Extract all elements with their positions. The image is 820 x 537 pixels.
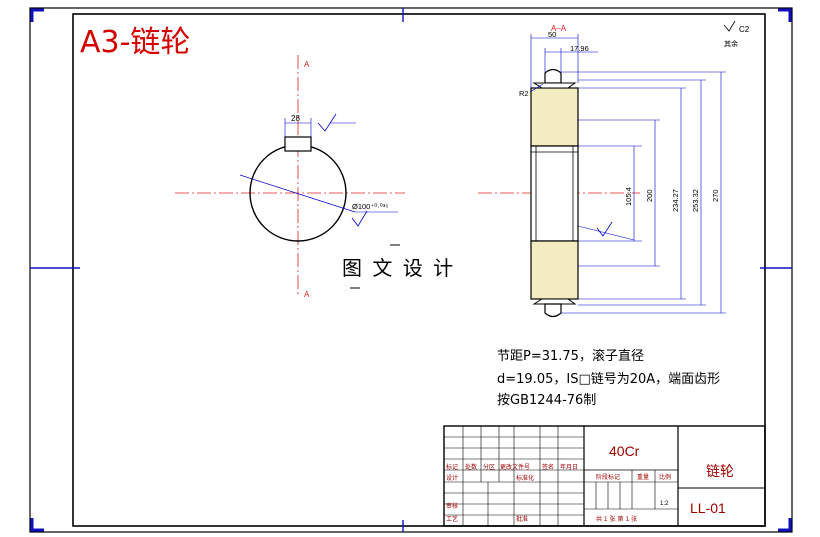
rim-top-section	[530, 87, 579, 147]
drawing-frame	[72, 13, 766, 527]
scale-label: 比例	[659, 473, 671, 481]
scale-value: 1:2	[660, 501, 669, 507]
other-surfaces-note: 其余	[724, 39, 738, 48]
rev-header-mark: 标记	[446, 463, 458, 471]
rim-bottom-section	[530, 240, 579, 300]
bore-dim-text: Ø100⁺⁰·⁰³⁵	[352, 202, 388, 211]
title-block	[443, 425, 766, 527]
technical-notes: 节距P=31.75，滚子直径 d=19.05，IS□链号为20A，端面齿形 按G…	[497, 348, 720, 408]
front-view: 28 Ø100⁺⁰·⁰³⁵ A A	[175, 55, 405, 299]
bore-dim-leader	[239, 174, 356, 213]
rev-header-doc: 更改文件号	[500, 463, 530, 471]
sprocket-tooth-top	[544, 68, 562, 84]
radius-dim: R2	[519, 89, 529, 98]
roughness-symbol-section	[596, 221, 613, 237]
sheet-count: 共 1 张 第 1 张	[596, 515, 637, 523]
dim-200: 200	[645, 189, 654, 202]
section-view: A–A 50 17.96 R2	[478, 24, 726, 318]
row-standard: 标准化	[516, 474, 534, 482]
row-process: 工艺	[446, 515, 458, 523]
part-name-text: 链轮	[706, 464, 734, 480]
dim-105-4: 105.4	[624, 187, 633, 206]
hub-width-dim: 50	[548, 30, 556, 39]
roughness-symbol-keyway	[317, 113, 337, 132]
drawing-number-text: LL-01	[690, 500, 726, 516]
stage-mark-label: 阶段标记	[596, 473, 620, 481]
section-mark-bottom: A	[304, 290, 310, 299]
rev-header-count: 处数	[465, 463, 477, 471]
centering-marks	[30, 8, 792, 532]
keyway-width-dim: 28	[291, 114, 300, 123]
row-review: 审核	[446, 502, 458, 510]
material-text: 40Cr	[609, 443, 640, 459]
dim-270: 270	[711, 189, 720, 202]
rev-header-date: 年月日	[560, 463, 578, 471]
corner-marks	[30, 8, 792, 532]
title-block-text: 40Cr 链轮 LL-01 1:2 标记 处数 分区 更改文件号 签名 年月日 …	[446, 443, 734, 523]
hub-bore	[530, 145, 579, 242]
dim-234-27: 234.27	[671, 189, 680, 212]
chamfer-note: C2	[739, 25, 750, 34]
roughness-corner-note: C2 其余	[723, 20, 750, 48]
sheet-border	[29, 7, 793, 533]
note-line-2: d=19.05，IS□链号为20A，端面齿形	[497, 372, 720, 387]
tooth-width-dim: 17.96	[570, 44, 589, 53]
section-view-label: A–A	[551, 24, 567, 33]
row-approve: 批准	[516, 515, 528, 523]
dim-253-32: 253.32	[691, 189, 700, 212]
drawing-title: A3-链轮	[80, 25, 190, 60]
note-line-1: 节距P=31.75，滚子直径	[497, 348, 644, 364]
section-mark-top: A	[304, 60, 310, 69]
rev-header-sign: 签名	[542, 463, 554, 471]
keyway	[284, 136, 312, 152]
sprocket-tooth-bottom	[544, 303, 562, 318]
rev-header-zone: 分区	[483, 463, 495, 471]
row-design: 设计	[446, 474, 458, 482]
watermark-text: 图 文 设 计	[342, 256, 455, 280]
note-line-3: 按GB1244-76制	[497, 393, 596, 408]
roughness-symbol-bore	[351, 210, 368, 227]
weight-label: 重量	[637, 473, 649, 481]
